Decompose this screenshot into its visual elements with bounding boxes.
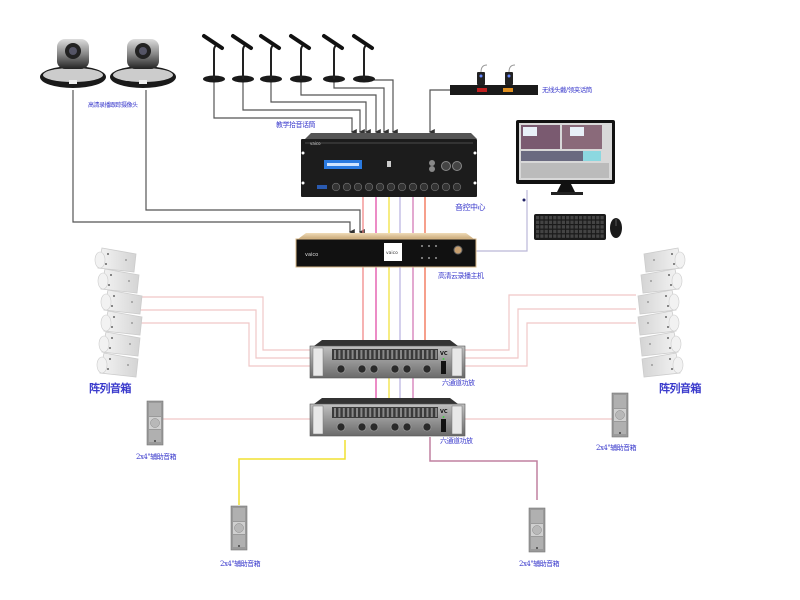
aux-bottom-left-wire <box>238 440 346 505</box>
audio-center-label: 音控中心 <box>455 203 486 212</box>
mic-1 <box>202 34 225 83</box>
wires <box>72 79 636 505</box>
array-right-label: 阵列音箱 <box>659 382 702 395</box>
aux-speaker-2 <box>611 392 629 438</box>
amp1-label: 六通道功放 <box>442 379 475 387</box>
knob <box>331 182 341 192</box>
aux-speaker-2-label: 2x4"辅助音箱 <box>596 444 637 452</box>
aux-speaker-4-label: 2x4"辅助音箱 <box>519 560 560 568</box>
wireless-mic-wire <box>428 89 450 135</box>
mic-5-wire <box>333 80 389 135</box>
array-left-wire-2 <box>140 309 312 359</box>
six-channel-amplifier-1: VC <box>309 340 466 379</box>
mic-5 <box>322 34 345 83</box>
svg-text:VC: VC <box>440 409 448 415</box>
array-right-wire-3 <box>465 322 636 367</box>
aux-bottom-right-wire <box>429 437 538 500</box>
line-array-speaker-left <box>94 247 143 378</box>
keyboard-and-mouse <box>534 214 622 240</box>
aux-speaker-1 <box>146 400 164 446</box>
camera-2-wire <box>145 90 365 235</box>
knob <box>364 182 374 192</box>
mic-6 <box>352 34 375 83</box>
knob <box>353 182 363 192</box>
knob <box>342 182 352 192</box>
six-channel-amplifier-2: VC <box>309 398 466 437</box>
ptz-camera-2 <box>110 39 176 88</box>
knob <box>386 182 396 192</box>
line-array-speaker-right <box>637 247 686 378</box>
knob <box>441 182 451 192</box>
mic-3 <box>259 34 282 83</box>
svg-text:vaico: vaico <box>310 141 321 146</box>
mic-1-wire <box>213 80 357 135</box>
array-left-label: 阵列音箱 <box>89 382 132 395</box>
aux-speaker-4 <box>528 507 546 553</box>
wireless-mic-receiver <box>450 64 538 95</box>
knob <box>452 182 462 192</box>
knob <box>408 182 418 192</box>
array-right-wire-2 <box>465 308 636 359</box>
mic-6-wire <box>374 79 398 135</box>
audio-control-center: vaico <box>301 133 477 197</box>
knob <box>397 182 407 192</box>
knob <box>430 182 440 192</box>
aux-speaker-3 <box>230 505 248 551</box>
svg-text:vaico: vaico <box>305 252 318 258</box>
cloud-recording-host: vaico vaico <box>295 233 477 268</box>
mics-label: 教学拾音话筒 <box>276 121 316 129</box>
recorder-workstation-wire <box>475 190 528 252</box>
directing-workstation <box>516 120 615 202</box>
mic-2 <box>231 34 254 83</box>
array-left-wire-3 <box>140 322 312 367</box>
svg-text:VC: VC <box>440 351 448 357</box>
amp2-label: 六通道功放 <box>440 437 473 445</box>
ptz-camera-1 <box>40 39 106 88</box>
mic-2-wire <box>242 80 365 135</box>
mic-4-wire <box>300 80 381 135</box>
camera-label: 高清录播跟踪摄像头 <box>88 102 138 109</box>
aux-speaker-3-label: 2x4"辅助音箱 <box>220 560 261 568</box>
recorder-label: 高清云录播主机 <box>438 272 484 280</box>
knob <box>375 182 385 192</box>
array-right-wire-1 <box>465 294 636 351</box>
svg-text:vaico: vaico <box>386 250 398 256</box>
aux-speaker-1-label: 2x4"辅助音箱 <box>136 453 177 461</box>
mic-4 <box>289 34 312 83</box>
knob <box>419 182 429 192</box>
mic-3-wire <box>270 80 371 135</box>
array-left-wire-1 <box>140 296 312 351</box>
gooseneck-mics <box>202 34 375 83</box>
wireless-mic-label: 无线头戴/领夹话筒 <box>542 86 592 94</box>
camera-1-wire <box>72 90 355 235</box>
